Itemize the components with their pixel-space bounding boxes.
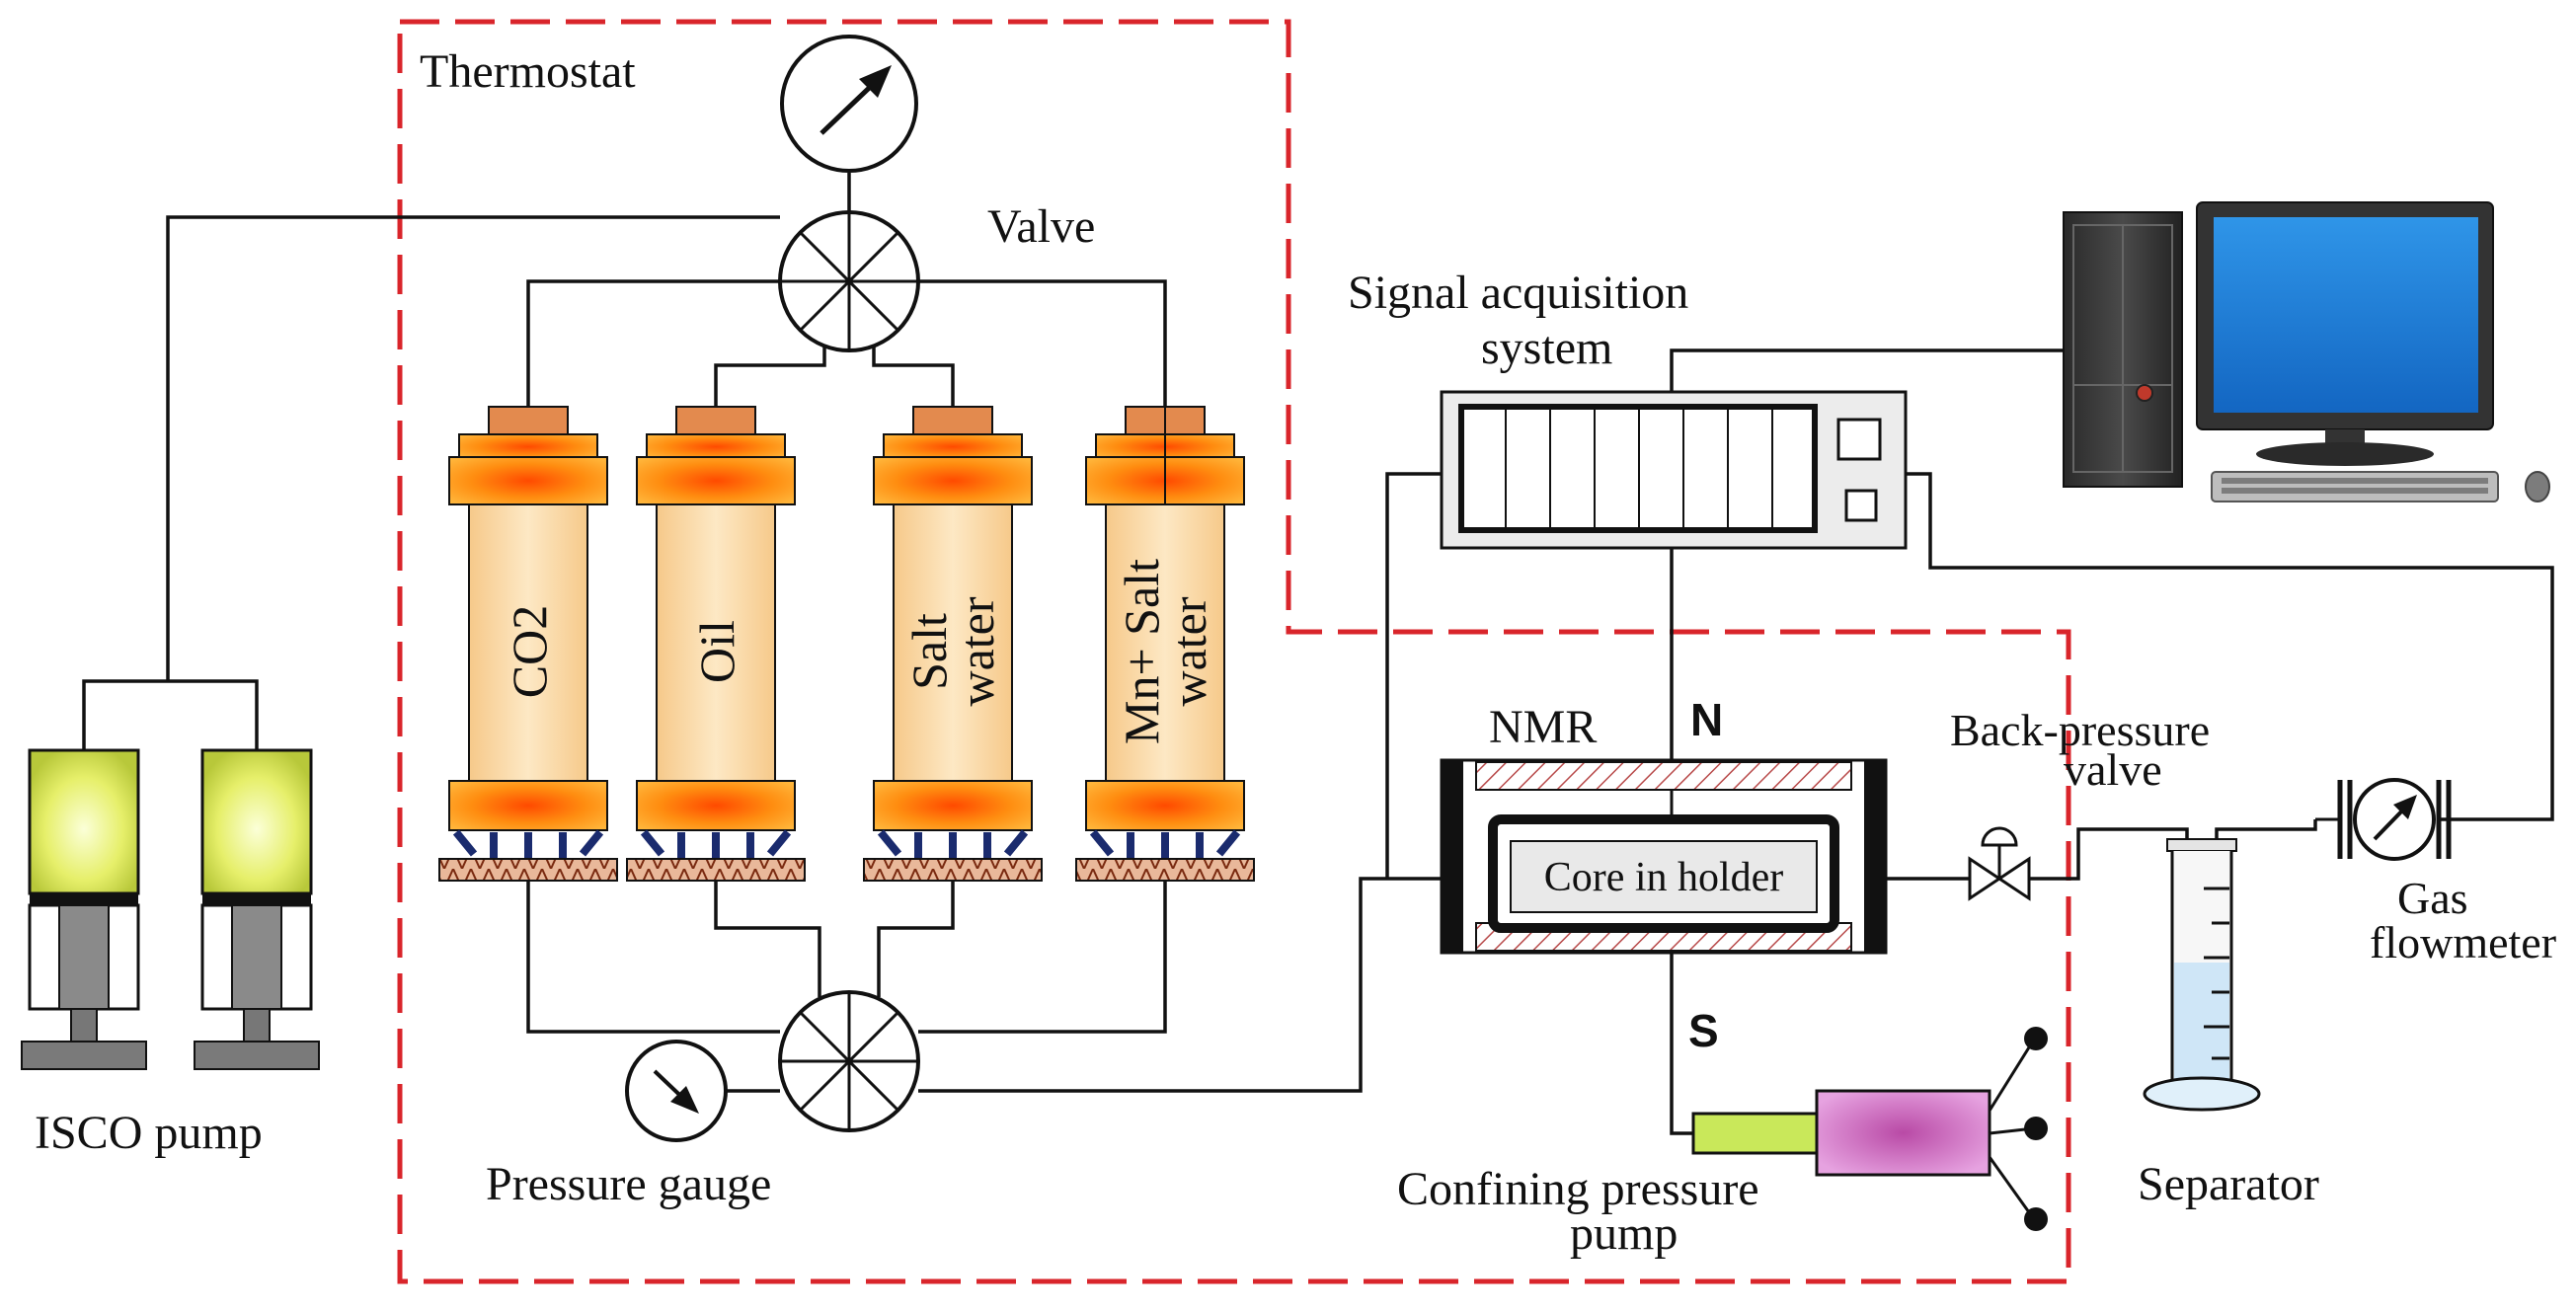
- cylinder-salt-water: Salt water: [863, 406, 1043, 882]
- bottom-valve-icon: [778, 990, 920, 1132]
- valve-label: Valve: [987, 200, 1095, 253]
- isco-pump-label: ISCO pump: [35, 1107, 263, 1159]
- back-pressure-label-1: Back-pressure: [1950, 705, 2210, 755]
- thermostat-label: Thermostat: [420, 45, 636, 98]
- computer-tower: [2063, 211, 2183, 488]
- back-pressure-label-2: valve: [2064, 744, 2162, 795]
- computer-monitor: [2196, 201, 2494, 466]
- bottom-pressure-gauge-icon: [625, 1040, 728, 1142]
- isco-pump-left: [21, 748, 147, 1070]
- cylinder-oil-label: Oil: [689, 620, 744, 683]
- cylinder-mn-salt-water-label-2: water: [1161, 596, 1216, 706]
- top-pressure-gauge-icon: [780, 35, 918, 173]
- gas-flowmeter-label-2: flowmeter: [2370, 917, 2556, 967]
- computer-keyboard: [2211, 471, 2550, 502]
- separator-cylinder: [2143, 838, 2261, 1112]
- gas-flowmeter-icon: [2315, 778, 2452, 861]
- top-valve-icon: [778, 210, 920, 352]
- nmr-south-label: S: [1688, 1005, 1719, 1056]
- signal-acquisition-unit: [1440, 390, 1908, 550]
- signal-system-label-2: system: [1481, 322, 1612, 374]
- cylinder-mn-salt-water-label-1: Mn+ Salt: [1114, 559, 1169, 744]
- cylinder-oil: Oil: [626, 406, 806, 882]
- thermostat-boundary: [397, 19, 2071, 1284]
- back-pressure-valve-icon: [1968, 826, 2031, 901]
- core-in-holder-label: Core in holder: [1544, 855, 1784, 900]
- confining-pump-label-1: Confining pressure: [1397, 1163, 1759, 1215]
- nmr-label: NMR: [1489, 701, 1597, 753]
- pressure-gauge-label: Pressure gauge: [486, 1158, 771, 1210]
- cylinder-co2: CO2: [438, 406, 618, 882]
- separator-label: Separator: [2138, 1158, 2319, 1210]
- isco-pump-right: [194, 748, 320, 1070]
- cylinder-co2-label: CO2: [502, 605, 557, 698]
- cylinder-salt-water-label-2: water: [949, 596, 1004, 706]
- confining-pump-label-2: pump: [1570, 1207, 1678, 1260]
- core-holder: [1488, 814, 1839, 933]
- cylinder-mn-salt-water: Mn+ Salt water: [1075, 406, 1255, 882]
- confining-pressure-pump: [1691, 1027, 2048, 1231]
- cylinder-salt-water-label-1: Salt: [901, 613, 957, 690]
- gas-flowmeter-label-1: Gas: [2397, 873, 2468, 923]
- nmr-north-label: N: [1690, 694, 1723, 745]
- signal-system-label-1: Signal acquisition: [1348, 267, 1688, 319]
